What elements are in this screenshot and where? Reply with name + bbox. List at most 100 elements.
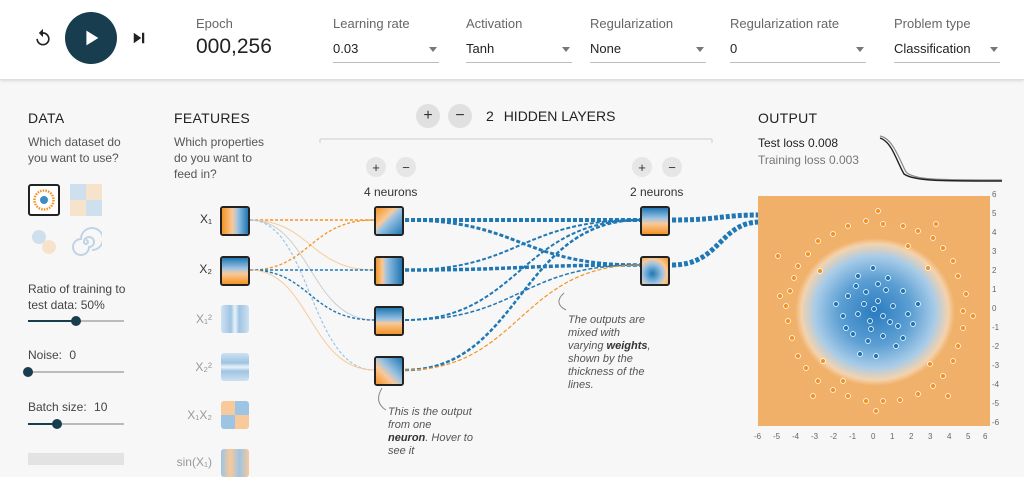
x-tick-label: 0 bbox=[871, 432, 876, 441]
chevron-down-icon bbox=[562, 47, 570, 52]
learning-rate-select[interactable]: 0.03 bbox=[333, 41, 439, 63]
top-controls-bar: Epoch 000,256 Learning rate 0.03 Activat… bbox=[0, 0, 1024, 80]
y-tick-label: 3 bbox=[992, 247, 997, 256]
activation-value: Tanh bbox=[466, 41, 495, 56]
loss-curve-chart bbox=[879, 135, 1003, 182]
neuron-l1-2[interactable] bbox=[374, 256, 404, 286]
hidden-layers-count: 2 bbox=[486, 108, 494, 124]
play-button[interactable] bbox=[65, 12, 117, 64]
feature-label-x2: X₂ bbox=[199, 262, 212, 276]
feature-x1-squared[interactable] bbox=[221, 305, 249, 333]
noise-slider-thumb[interactable] bbox=[23, 367, 33, 377]
x-tick-label: -5 bbox=[773, 432, 781, 441]
step-forward-icon bbox=[133, 32, 145, 44]
regularization-group: Regularization None bbox=[590, 16, 706, 63]
remove-layer-button[interactable]: − bbox=[448, 104, 472, 128]
y-tick-label: -4 bbox=[992, 380, 1000, 389]
regularization-rate-label: Regularization rate bbox=[730, 16, 840, 31]
regularization-select[interactable]: None bbox=[590, 41, 706, 63]
neuron-note-bold: neuron bbox=[388, 432, 426, 444]
test-loss: Test loss 0.008 bbox=[758, 136, 838, 150]
ratio-value: 50% bbox=[80, 298, 105, 312]
y-tick-label: 5 bbox=[992, 209, 997, 218]
circle-dataset-icon bbox=[33, 189, 55, 211]
ratio-slider-thumb[interactable] bbox=[71, 316, 81, 326]
learning-rate-value: 0.03 bbox=[333, 41, 359, 56]
x-tick-label: -6 bbox=[754, 432, 762, 441]
y-axis: 6 5 4 3 2 1 0 -1 -2 -3 -4 -5 -6 bbox=[992, 190, 1020, 427]
weights-note-prefix: The outputs are mixed with varying bbox=[568, 314, 646, 352]
step-button[interactable] bbox=[127, 26, 151, 50]
y-tick-label: 4 bbox=[992, 228, 997, 237]
spiral-dataset-icon bbox=[72, 227, 104, 256]
regenerate-button[interactable] bbox=[28, 453, 124, 465]
feature-x1x2[interactable] bbox=[221, 401, 249, 429]
y-tick-label: 0 bbox=[992, 304, 997, 313]
neuron-l1-3[interactable] bbox=[374, 306, 404, 336]
dataset-spiral[interactable] bbox=[70, 226, 104, 258]
reset-button[interactable] bbox=[31, 26, 55, 50]
dataset-xor[interactable] bbox=[70, 184, 102, 216]
feature-sin-x1[interactable] bbox=[221, 449, 249, 477]
data-description: Which dataset do you want to use? bbox=[28, 135, 121, 165]
dataset-circle[interactable] bbox=[28, 184, 60, 216]
feature-x1[interactable] bbox=[220, 206, 250, 236]
weights-note: The outputs are mixed with varying weigh… bbox=[568, 314, 654, 392]
feature-x2-squared[interactable] bbox=[221, 353, 249, 381]
layer2-neuron-count: 2 neurons bbox=[630, 185, 684, 199]
neuron-l1-1[interactable] bbox=[374, 206, 404, 236]
problem-type-select[interactable]: Classification bbox=[894, 41, 1000, 63]
dataset-gaussian[interactable] bbox=[28, 226, 60, 258]
regularization-rate-value: 0 bbox=[730, 41, 738, 56]
training-loss-label: Training loss bbox=[758, 153, 826, 167]
batch-slider[interactable] bbox=[28, 419, 124, 429]
x-tick-label: 6 bbox=[983, 432, 988, 441]
neuron-l2-2[interactable] bbox=[640, 256, 670, 286]
neuron-l1-4[interactable] bbox=[374, 356, 404, 386]
test-loss-label: Test loss bbox=[758, 136, 805, 150]
regularization-rate-group: Regularization rate 0 bbox=[730, 16, 866, 63]
regularization-value: None bbox=[590, 41, 622, 56]
network-connections bbox=[249, 138, 761, 411]
x-tick-label: 2 bbox=[909, 432, 914, 441]
noise-slider[interactable] bbox=[23, 367, 124, 377]
learning-rate-label: Learning rate bbox=[333, 16, 410, 31]
feature-x2[interactable] bbox=[220, 256, 250, 286]
ratio-slider[interactable] bbox=[28, 316, 124, 326]
noise-label: Noise: bbox=[28, 348, 63, 362]
regularization-rate-select[interactable]: 0 bbox=[730, 41, 866, 63]
activation-group: Activation Tanh bbox=[466, 16, 572, 63]
activation-label: Activation bbox=[466, 16, 523, 31]
ratio-label: Ratio of training to test data: bbox=[28, 282, 126, 312]
y-tick-label: -3 bbox=[992, 361, 1000, 370]
layer1-add-neuron-button[interactable]: + bbox=[366, 157, 386, 177]
regularization-label: Regularization bbox=[590, 16, 674, 31]
weights-note-suffix: , shown by the thickness of the lines. bbox=[568, 340, 651, 391]
feature-label-x1x2: X₁X₂ bbox=[187, 408, 212, 422]
layer1-remove-neuron-button[interactable]: − bbox=[396, 157, 416, 177]
noise-value: 0 bbox=[69, 348, 77, 362]
training-loss-value: 0.003 bbox=[828, 153, 859, 167]
layer2-add-neuron-button[interactable]: + bbox=[632, 157, 652, 177]
feature-label-x1: X₁ bbox=[199, 212, 212, 226]
add-layer-button[interactable]: + bbox=[416, 104, 440, 128]
x-tick-label: 5 bbox=[966, 432, 971, 441]
activation-select[interactable]: Tanh bbox=[466, 41, 572, 63]
y-tick-label: 6 bbox=[992, 190, 997, 199]
batch-label: Batch size: bbox=[28, 400, 87, 414]
layer2-remove-neuron-button[interactable]: − bbox=[662, 157, 682, 177]
y-tick-label: -6 bbox=[992, 418, 1000, 427]
output-heatmap[interactable] bbox=[758, 196, 990, 426]
x-tick-label: -3 bbox=[811, 432, 819, 441]
epoch-value: 000,256 bbox=[196, 35, 272, 58]
y-tick-label: -5 bbox=[992, 399, 1000, 408]
batch-slider-thumb[interactable] bbox=[51, 419, 62, 429]
feature-label-x1-squared: X₁² bbox=[195, 312, 212, 326]
noise-label-group: Noise: 0 bbox=[28, 348, 76, 362]
problem-type-value: Classification bbox=[894, 41, 971, 56]
epoch-display: Epoch 000,256 bbox=[196, 16, 272, 59]
gaussian-dataset-icon bbox=[32, 230, 56, 254]
neuron-l2-1[interactable] bbox=[640, 206, 670, 236]
hidden-layers-label: HIDDEN LAYERS bbox=[503, 108, 616, 124]
chevron-down-icon bbox=[990, 47, 998, 52]
